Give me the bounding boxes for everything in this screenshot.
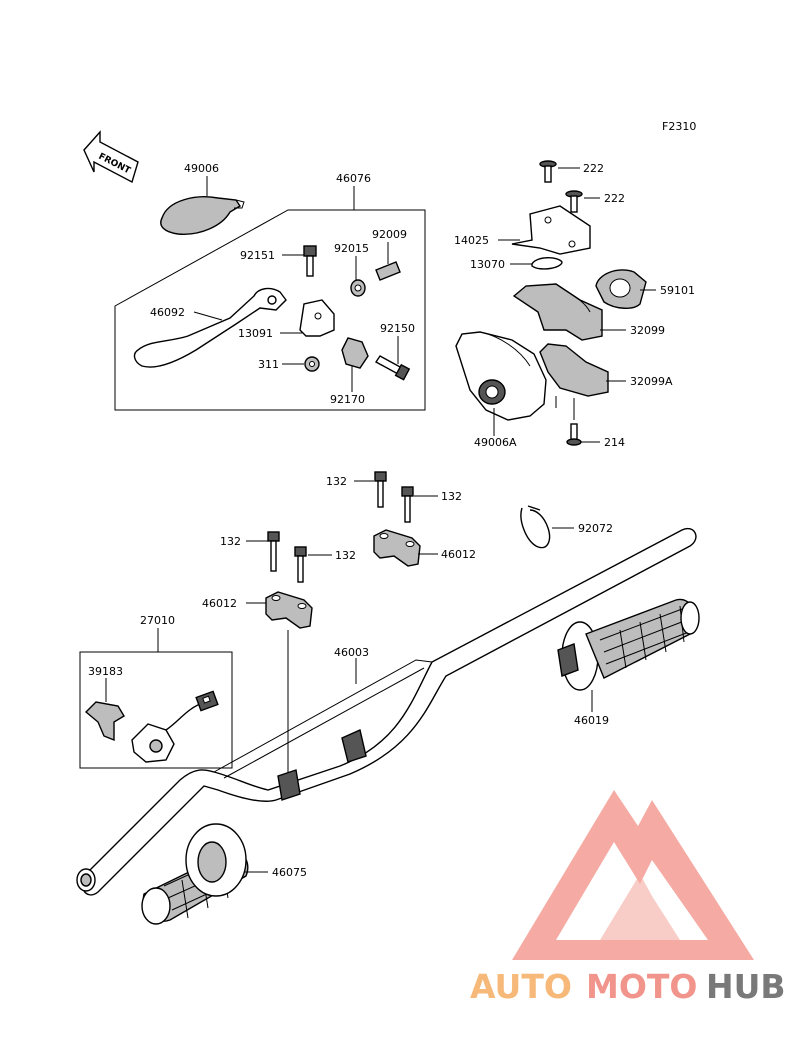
callout-32099: 32099 — [630, 324, 665, 337]
part-screw-222-b — [565, 190, 583, 213]
part-bolt-132-b — [401, 486, 414, 523]
figure-code: F2310 — [662, 120, 696, 133]
part-clamp-46012-a — [373, 529, 421, 567]
callout-92015: 92015 — [334, 242, 369, 255]
part-nut-311 — [304, 356, 320, 372]
part-clamp-46012-b — [265, 591, 313, 629]
assembly-box-27010 — [79, 628, 233, 769]
front-arrow-icon: FRONT — [83, 130, 139, 184]
part-handlebar-46003 — [76, 527, 697, 896]
callout-132-d: 132 — [335, 549, 356, 562]
callout-49006: 49006 — [184, 162, 219, 175]
part-housing-upper-32099 — [512, 283, 603, 341]
part-adjuster-92009 — [375, 261, 401, 281]
part-housing-49006A — [455, 331, 547, 421]
callout-92151: 92151 — [240, 249, 275, 262]
callout-14025: 14025 — [454, 234, 489, 247]
part-kill-switch — [131, 690, 219, 763]
part-housing-lower-32099A — [539, 343, 609, 397]
callout-46092: 46092 — [150, 306, 185, 319]
part-throttle-pulley-59101 — [595, 269, 647, 309]
part-throttle-grip-46019 — [557, 598, 700, 691]
part-bolt-132-a — [374, 471, 387, 508]
callout-39183: 39183 — [88, 665, 123, 678]
callout-92170: 92170 — [330, 393, 365, 406]
callout-27010: 27010 — [140, 614, 175, 627]
part-screw-222-a — [539, 160, 557, 183]
part-bolt-92151 — [303, 245, 317, 277]
watermark-logo: AUTO MOTO HUB — [470, 790, 786, 1006]
callout-46012-a: 46012 — [441, 548, 476, 561]
callout-46076: 46076 — [336, 172, 371, 185]
callout-46075: 46075 — [272, 866, 307, 879]
watermark-hub: HUB — [706, 967, 786, 1006]
part-bolt-92150 — [374, 355, 411, 381]
part-bolt-132-c — [267, 531, 280, 572]
part-clamp-92170 — [341, 337, 369, 369]
watermark-auto: AUTO — [470, 967, 572, 1006]
watermark-moto: MOTO — [586, 967, 697, 1006]
part-grip-cover-49006 — [160, 196, 245, 235]
part-band-92072 — [520, 505, 551, 549]
callout-92150: 92150 — [380, 322, 415, 335]
callout-46019: 46019 — [574, 714, 609, 727]
part-screw-214 — [566, 423, 582, 446]
leader-46092 — [193, 311, 223, 321]
callout-132-c: 132 — [220, 535, 241, 548]
callout-222-b: 222 — [604, 192, 625, 205]
part-cover-14025 — [511, 205, 591, 255]
callout-222-a: 222 — [583, 162, 604, 175]
part-switch-cover-39183 — [84, 701, 125, 742]
callout-46012-b: 46012 — [202, 597, 237, 610]
callout-311: 311 — [258, 358, 279, 371]
callout-214: 214 — [604, 436, 625, 449]
callout-32099A: 32099A — [630, 375, 673, 388]
part-holder-13091 — [299, 299, 335, 337]
callout-132-a: 132 — [326, 475, 347, 488]
part-left-grip-46075 — [141, 823, 249, 925]
part-nut-92015 — [350, 279, 366, 297]
part-bolt-132-d — [294, 546, 307, 583]
part-lever-46092 — [133, 287, 287, 368]
part-gasket-13070 — [531, 257, 563, 270]
callout-13070: 13070 — [470, 258, 505, 271]
assembly-box-46076 — [114, 186, 426, 411]
callout-92009: 92009 — [372, 228, 407, 241]
callout-92072: 92072 — [578, 522, 613, 535]
callout-49006A: 49006A — [474, 436, 517, 449]
callout-132-b: 132 — [441, 490, 462, 503]
callout-13091: 13091 — [238, 327, 273, 340]
callout-59101: 59101 — [660, 284, 695, 297]
callout-46003: 46003 — [334, 646, 369, 659]
